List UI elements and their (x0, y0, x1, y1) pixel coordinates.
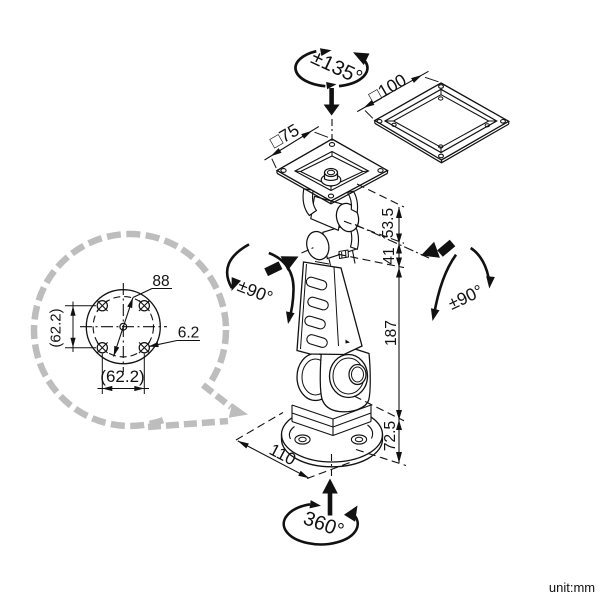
svg-text:6.2: 6.2 (178, 325, 200, 342)
svg-text:(62.2): (62.2) (100, 367, 144, 386)
svg-text:unit:mm: unit:mm (549, 580, 595, 595)
svg-text:187: 187 (383, 320, 400, 346)
svg-text:(62.2): (62.2) (48, 308, 65, 347)
svg-text:88: 88 (152, 273, 169, 290)
svg-text:41: 41 (381, 247, 398, 264)
svg-text:53.5: 53.5 (380, 208, 397, 238)
svg-text:72.5: 72.5 (382, 421, 399, 451)
